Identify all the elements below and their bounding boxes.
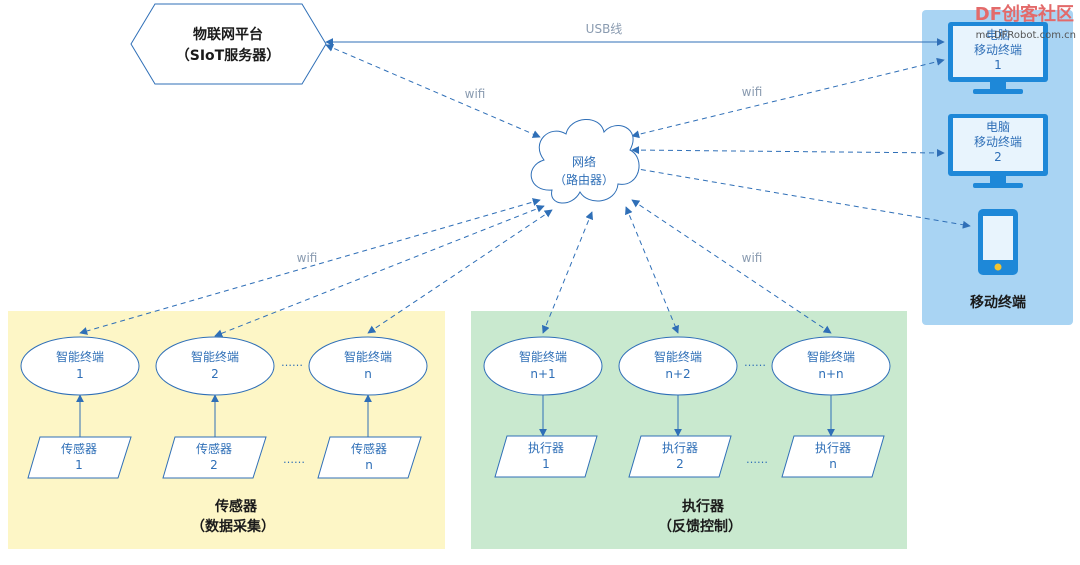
actuator-group-title: 执行器 xyxy=(682,498,725,515)
sensor-1-line2: 1 xyxy=(75,458,83,472)
terminal-n-line2: n xyxy=(364,367,372,381)
ellipsis-sensors: …… xyxy=(283,453,305,466)
terminal-1-line2: 1 xyxy=(76,367,84,381)
wifi-label-sensors: wifi xyxy=(297,251,318,265)
terminal-n1: 智能终端 n+1 xyxy=(483,336,603,396)
wifi-link-router-terminal-2 xyxy=(214,204,545,338)
ellipsis-terminals-sensors: …… xyxy=(281,356,303,369)
watermark-brand: DF创客社区 xyxy=(975,3,1074,25)
pc-2-line1: 电脑 xyxy=(986,120,1010,134)
wifi-label-platform: wifi xyxy=(465,87,486,101)
router-cloud-node: 网络 （路由器） xyxy=(530,119,640,204)
terminal-nn-line2: n+n xyxy=(818,367,843,381)
actuator-n-line1: 执行器 xyxy=(815,441,851,455)
sensor-group-title: 传感器 xyxy=(214,498,258,515)
terminal-n2-line2: n+2 xyxy=(665,367,690,381)
ellipsis-terminals-actuators: …… xyxy=(744,356,766,369)
wifi-label-devices: wifi xyxy=(742,85,763,99)
pc-2-line2: 移动终端 xyxy=(974,134,1022,149)
terminal-n2: 智能终端 n+2 xyxy=(618,336,738,396)
pc-1-monitor: 电脑 移动终端 1 xyxy=(948,22,1048,94)
terminal-2: 智能终端 2 xyxy=(155,336,275,396)
wifi-link-router-pc2 xyxy=(631,146,945,157)
terminal-1: 智能终端 1 xyxy=(20,336,140,396)
terminal-2-line2: 2 xyxy=(211,367,219,381)
wifi-link-router-terminal-n xyxy=(367,209,553,334)
actuator-1-line1: 执行器 xyxy=(528,441,564,455)
actuator-n-line2: n xyxy=(829,457,837,471)
pc-1-line2: 移动终端 xyxy=(974,42,1022,57)
terminal-nn: 智能终端 n+n xyxy=(771,336,891,396)
pc-1-line1: 电脑 xyxy=(986,28,1010,42)
mobile-terminal-title: 移动终端 xyxy=(970,294,1026,311)
router-subtitle: （路由器） xyxy=(554,172,614,187)
usb-label: USB线 xyxy=(586,22,623,36)
platform-node: 物联网平台 （SIoT服务器） xyxy=(130,3,327,85)
wifi-link-router-terminal-nn xyxy=(631,199,832,334)
pc-2-monitor: 电脑 移动终端 2 xyxy=(948,114,1048,188)
sensor-2-line1: 传感器 xyxy=(196,441,232,456)
wifi-label-actuators: wifi xyxy=(742,251,763,265)
ellipsis-actuators: …… xyxy=(746,453,768,466)
terminal-n1-line2: n+1 xyxy=(530,367,555,381)
sensor-n-line1: 传感器 xyxy=(351,441,387,456)
pc-1-line3: 1 xyxy=(994,58,1002,72)
terminal-n: 智能终端 n xyxy=(308,336,428,396)
terminal-n-line1: 智能终端 xyxy=(344,349,392,364)
terminal-2-line1: 智能终端 xyxy=(191,349,239,364)
actuator-n: 执行器 n xyxy=(781,435,885,478)
sensor-2: 传感器 2 xyxy=(162,436,267,479)
wifi-link-router-terminal-1 xyxy=(79,198,541,335)
terminal-nn-line1: 智能终端 xyxy=(807,349,855,364)
sensor-group-subtitle: （数据采集） xyxy=(191,518,275,535)
sensor-1: 传感器 1 xyxy=(27,436,132,479)
terminal-n1-line1: 智能终端 xyxy=(519,349,567,364)
actuator-2-line1: 执行器 xyxy=(662,441,698,455)
watermark-url: mc.DFRobot.com.cn xyxy=(976,30,1076,41)
terminal-1-line1: 智能终端 xyxy=(56,349,104,364)
pc-2-line3: 2 xyxy=(994,150,1002,164)
actuator-2-line2: 2 xyxy=(676,457,684,471)
wifi-link-router-terminal-n1 xyxy=(541,211,594,334)
wifi-link-router-phone xyxy=(631,165,971,229)
sensor-n-line2: n xyxy=(365,458,373,472)
actuator-group-subtitle: （反馈控制） xyxy=(658,518,742,535)
actuator-1: 执行器 1 xyxy=(494,435,598,478)
actuator-1-line2: 1 xyxy=(542,457,550,471)
sensor-n: 传感器 n xyxy=(317,436,422,479)
platform-subtitle: （SIoT服务器） xyxy=(176,47,280,64)
wifi-link-platform-router xyxy=(325,44,541,138)
platform-title: 物联网平台 xyxy=(193,26,263,43)
sensor-1-line1: 传感器 xyxy=(61,441,97,456)
wifi-link-router-pc1 xyxy=(631,57,945,139)
terminal-n2-line1: 智能终端 xyxy=(654,349,702,364)
actuator-2: 执行器 2 xyxy=(628,435,732,478)
phone-icon xyxy=(978,209,1018,275)
sensor-2-line2: 2 xyxy=(210,458,218,472)
connection-lines xyxy=(76,38,971,437)
router-title: 网络 xyxy=(572,154,596,169)
